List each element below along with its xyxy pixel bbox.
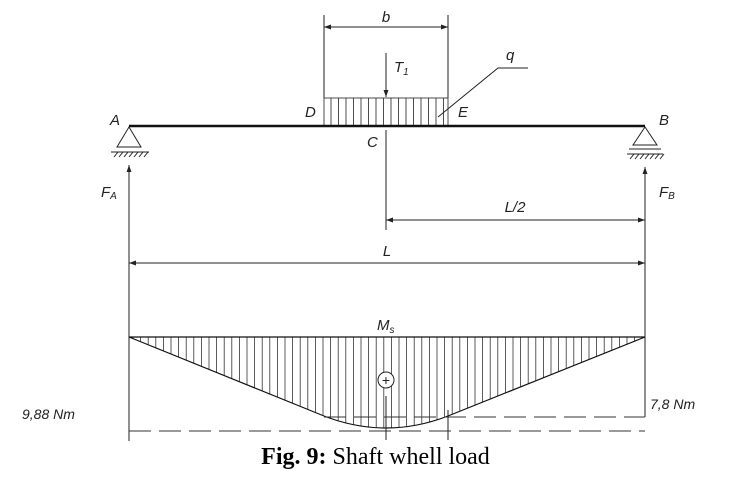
label-b-support: B <box>659 112 669 129</box>
label-fa: FA <box>101 184 117 202</box>
support-b <box>627 126 665 160</box>
label-b: b <box>382 9 390 26</box>
label-d: D <box>305 104 316 121</box>
support-a <box>111 126 149 158</box>
label-half-span: L/2 <box>505 199 527 216</box>
label-moment: Ms <box>377 317 395 336</box>
moment-level-lines <box>129 416 645 432</box>
label-moment-e: 7,8 Nm <box>650 396 695 412</box>
label-span: L <box>383 243 391 260</box>
caption-text: Shaft whell load <box>326 444 490 470</box>
label-t1: T1 <box>394 59 409 78</box>
svg-text:+: + <box>382 372 390 388</box>
label-q: q <box>506 47 515 64</box>
caption-prefix: Fig. 9: <box>261 444 327 470</box>
label-a: A <box>109 112 120 129</box>
q-leader-line <box>437 67 528 118</box>
distributed-load-q <box>323 97 449 127</box>
label-c: C <box>367 134 378 151</box>
reference-lines <box>128 130 646 441</box>
label-e: E <box>458 104 469 121</box>
moment-diagram <box>128 336 646 429</box>
figure-caption: Fig. 9: Shaft whell load <box>0 444 751 471</box>
plus-sign: + <box>377 371 395 389</box>
label-fb: FB <box>659 184 675 202</box>
dimension-b <box>323 15 449 98</box>
label-moment-max: 9,88 Nm <box>22 406 75 422</box>
